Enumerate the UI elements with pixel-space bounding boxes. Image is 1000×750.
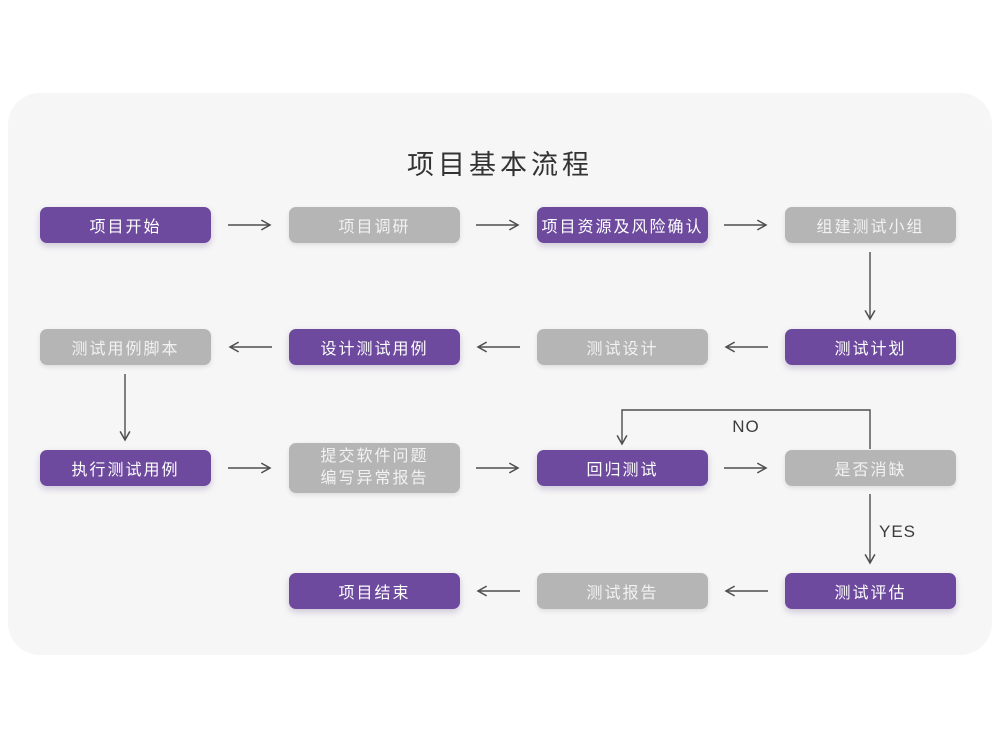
node-project-end: 项目结束 [289, 573, 460, 609]
node-defect-eliminated: 是否消缺 [785, 450, 956, 486]
node-execute-test-cases: 执行测试用例 [40, 450, 211, 486]
node-submit-issue-report: 提交软件问题 编写异常报告 [289, 443, 460, 493]
node-test-report: 测试报告 [537, 573, 708, 609]
edge-label-yes: YES [879, 522, 917, 541]
edge-label-no: NO [732, 417, 760, 436]
node-test-evaluation: 测试评估 [785, 573, 956, 609]
node-test-case-script: 测试用例脚本 [40, 329, 211, 365]
node-test-plan: 测试计划 [785, 329, 956, 365]
flowchart-card [8, 93, 992, 655]
node-test-design: 测试设计 [537, 329, 708, 365]
node-regression-test: 回归测试 [537, 450, 708, 486]
node-resource-risk-confirm: 项目资源及风险确认 [537, 207, 708, 243]
diagram-title: 项目基本流程 [407, 150, 593, 180]
node-project-research: 项目调研 [289, 207, 460, 243]
node-design-test-cases: 设计测试用例 [289, 329, 460, 365]
node-project-start: 项目开始 [40, 207, 211, 243]
node-build-test-team: 组建测试小组 [785, 207, 956, 243]
